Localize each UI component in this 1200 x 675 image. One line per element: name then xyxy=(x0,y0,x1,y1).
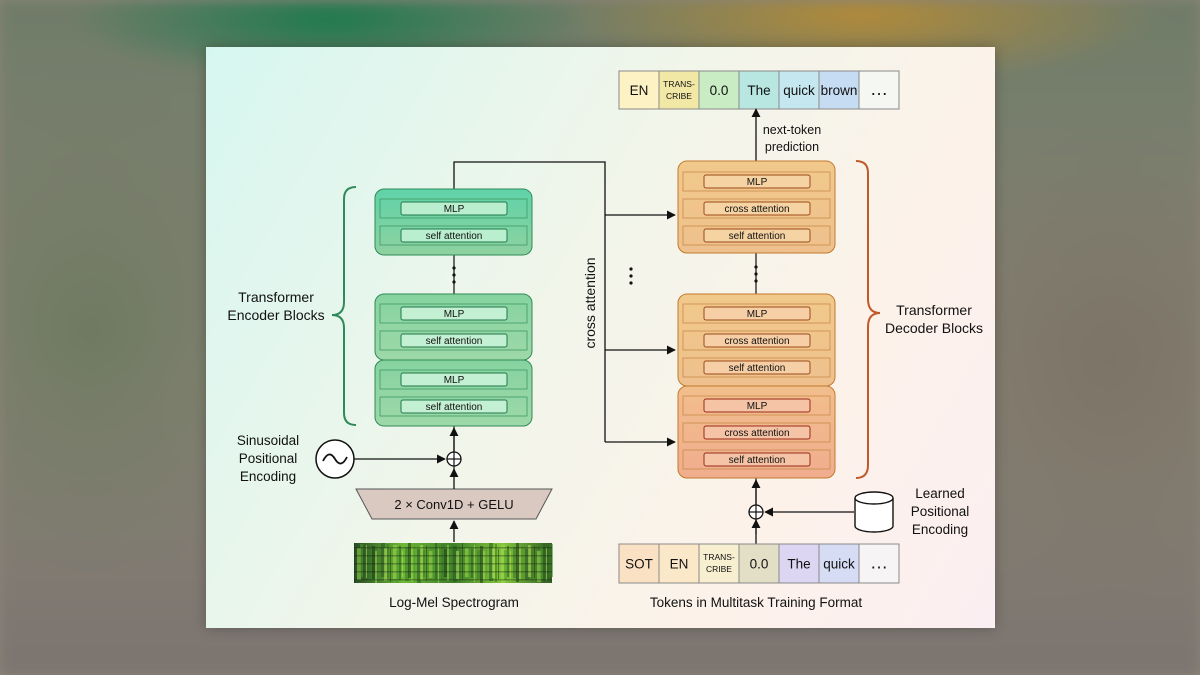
decoder-cross-attention-label: cross attention xyxy=(724,428,789,439)
token-label: 0.0 xyxy=(750,557,769,572)
decoder-block-top: MLP cross attention self attention xyxy=(677,160,836,254)
token-cell: TRANS- CRIBE xyxy=(658,70,700,110)
token-label-2: CRIBE xyxy=(706,564,732,574)
encoder-mlp-label: MLP xyxy=(444,204,465,215)
token-cell: 0.0 xyxy=(738,543,780,584)
encoder-self-attention-label: self attention xyxy=(426,231,483,242)
decoder-self-attention-label: self attention xyxy=(729,363,786,374)
token-cell: brown xyxy=(818,70,860,110)
token-cell: SOT xyxy=(618,543,660,584)
encoder-mlp-label: MLP xyxy=(444,309,465,320)
decoder-brace xyxy=(855,160,881,479)
token-label: EN xyxy=(630,83,649,98)
token-label: The xyxy=(747,83,770,98)
next-token-label: next-token xyxy=(763,123,821,137)
decoder-mlp-label: MLP xyxy=(747,309,768,320)
token-label: The xyxy=(787,557,810,572)
encoder-brace xyxy=(331,186,357,426)
cross-attention-ellipsis xyxy=(629,267,633,285)
token-label: … xyxy=(870,79,888,99)
decoder-self-attention-label: self attention xyxy=(729,455,786,466)
token-label: quick xyxy=(783,83,815,98)
token-label: quick xyxy=(823,557,855,572)
token-label: 0.0 xyxy=(710,83,729,98)
token-label: SOT xyxy=(625,557,653,572)
decoder-block-bottom: MLP cross attention self attention xyxy=(677,385,836,479)
decoder-ellipsis xyxy=(754,265,758,283)
decoder-mlp-label: MLP xyxy=(747,177,768,188)
sinusoidal-label-2: Positional xyxy=(239,451,298,466)
output-token-row: EN TRANS- CRIBE 0.0 The quick brown … xyxy=(618,70,900,110)
learned-positional-label-3: Encoding xyxy=(912,522,968,537)
encoder-ellipsis xyxy=(452,266,456,284)
token-cell: 0.0 xyxy=(698,70,740,110)
sinusoidal-label: Sinusoidal xyxy=(237,433,299,448)
encoder-self-attention-label: self attention xyxy=(426,402,483,413)
learned-positional-label-2: Positional xyxy=(911,504,970,519)
spectrogram-label: Log-Mel Spectrogram xyxy=(389,595,519,610)
conv-gelu-label: 2 × Conv1D + GELU xyxy=(394,497,513,512)
token-label: brown xyxy=(821,83,858,98)
token-cell: EN xyxy=(658,543,700,584)
decoder-self-attention-label: self attention xyxy=(729,231,786,242)
decoder-cross-attention-label: cross attention xyxy=(724,204,789,215)
encoder-block-top: MLP self attention xyxy=(374,188,533,256)
spectrogram-image xyxy=(354,543,553,583)
decoder-block-middle: MLP cross attention self attention xyxy=(677,293,836,387)
token-cell: … xyxy=(858,543,900,584)
token-cell: The xyxy=(778,543,820,584)
encoder-mlp-label: MLP xyxy=(444,375,465,386)
decoder-mlp-label: MLP xyxy=(747,401,768,412)
encoder-block-middle: MLP self attention xyxy=(374,293,533,361)
decoder-group-label: Transformer xyxy=(896,302,972,318)
token-cell: quick xyxy=(818,543,860,584)
token-label: EN xyxy=(670,557,689,572)
token-cell: … xyxy=(858,70,900,110)
decoder-group-label-2: Decoder Blocks xyxy=(885,320,983,336)
token-label: TRANS- xyxy=(703,552,735,562)
input-token-row: SOT EN TRANS- CRIBE 0.0 The quick … xyxy=(618,543,900,584)
learned-positional-label: Learned xyxy=(915,486,965,501)
conv-gelu-block xyxy=(355,488,553,520)
token-cell: EN xyxy=(618,70,660,110)
encoder-group-label-2: Encoder Blocks xyxy=(227,307,324,323)
encoder-self-attention-label: self attention xyxy=(426,336,483,347)
database-icon xyxy=(854,491,894,533)
encoder-group-label: Transformer xyxy=(238,289,314,305)
token-cell: The xyxy=(738,70,780,110)
tokens-label: Tokens in Multitask Training Format xyxy=(650,595,863,610)
decoder-cross-attention-label: cross attention xyxy=(724,336,789,347)
next-token-label-2: prediction xyxy=(765,140,819,154)
token-label: TRANS- xyxy=(663,79,695,89)
token-label-2: CRIBE xyxy=(666,91,692,101)
encoder-block-bottom: MLP self attention xyxy=(374,359,533,427)
cross-attention-vertical-label: cross attention xyxy=(582,257,598,348)
sinusoidal-label-3: Encoding xyxy=(240,469,296,484)
token-cell: TRANS- CRIBE xyxy=(698,543,740,584)
token-label: … xyxy=(870,553,888,573)
token-cell: quick xyxy=(778,70,820,110)
